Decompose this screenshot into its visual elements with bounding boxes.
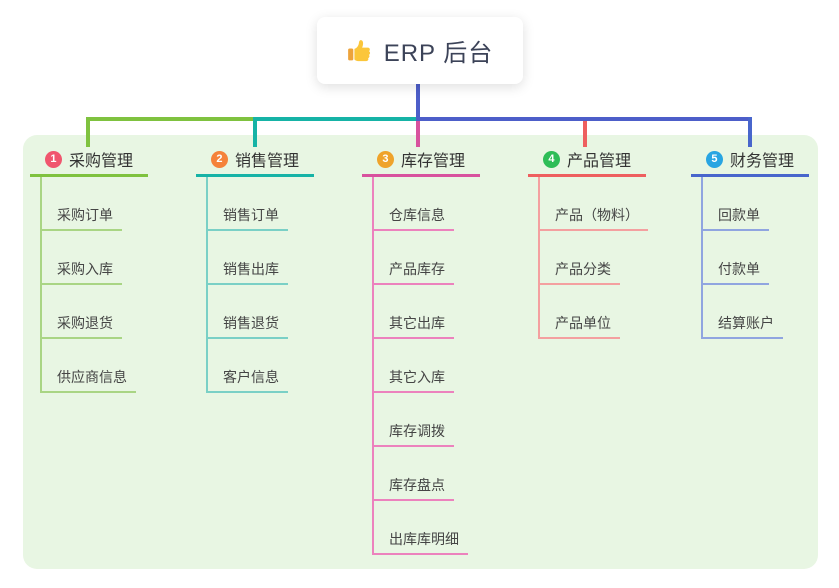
- mindmap-item[interactable]: 供应商信息: [42, 339, 136, 393]
- item-label: 采购入库: [57, 261, 113, 277]
- branch-number-badge: 3: [376, 150, 394, 168]
- item-label: 销售订单: [223, 207, 279, 223]
- branch-inventory: 3 库存管理 仓库信息 产品库存 其它出库 其它入库 库存调拨 库存盘点 出库库…: [362, 148, 480, 555]
- branch-header-inventory[interactable]: 3 库存管理: [362, 148, 480, 177]
- branch-number-badge: 4: [542, 150, 560, 168]
- mindmap-item[interactable]: 出库库明细: [374, 501, 468, 555]
- item-label: 销售出库: [223, 261, 279, 277]
- branch-product: 4 产品管理 产品（物料） 产品分类 产品单位: [528, 148, 648, 339]
- mindmap-item[interactable]: 付款单: [703, 231, 769, 285]
- mindmap-item[interactable]: 采购订单: [42, 177, 122, 231]
- item-label: 产品库存: [389, 261, 445, 277]
- connector-horizontal-green: [86, 117, 255, 121]
- branch-label: 销售管理: [234, 153, 299, 170]
- branches-panel: [23, 135, 818, 569]
- connector-drop-sales: [253, 117, 257, 147]
- mindmap-item[interactable]: 产品（物料）: [540, 177, 648, 231]
- item-label: 采购退货: [57, 315, 113, 331]
- connector-drop-finance: [748, 117, 752, 147]
- connector-drop-purchase: [86, 117, 90, 147]
- item-label: 客户信息: [223, 369, 279, 385]
- item-label: 库存调拨: [389, 423, 445, 439]
- branch-number-badge: 2: [210, 150, 228, 168]
- item-label: 产品分类: [555, 261, 611, 277]
- item-label: 产品单位: [555, 315, 611, 331]
- mindmap-item[interactable]: 库存调拨: [374, 393, 454, 447]
- mindmap-item[interactable]: 销售订单: [208, 177, 288, 231]
- connector-root-line: [416, 84, 420, 121]
- root-title: ERP 后台: [383, 40, 494, 67]
- mindmap-item[interactable]: 采购入库: [42, 231, 122, 285]
- branch-header-finance[interactable]: 5 财务管理: [691, 148, 809, 177]
- thumbs-up-icon: [347, 37, 374, 64]
- branch-header-sales[interactable]: 2 销售管理: [196, 148, 314, 177]
- branch-items: 产品（物料） 产品分类 产品单位: [538, 177, 648, 339]
- branch-items: 仓库信息 产品库存 其它出库 其它入库 库存调拨 库存盘点 出库库明细: [372, 177, 468, 555]
- mindmap-item[interactable]: 库存盘点: [374, 447, 454, 501]
- mindmap-item[interactable]: 产品库存: [374, 231, 454, 285]
- item-label: 出库库明细: [389, 531, 459, 547]
- connector-drop-inventory: [416, 121, 420, 147]
- item-label: 回款单: [718, 207, 760, 223]
- item-label: 仓库信息: [389, 207, 445, 223]
- mindmap-item[interactable]: 其它出库: [374, 285, 454, 339]
- branch-label: 采购管理: [68, 153, 133, 170]
- item-label: 供应商信息: [57, 369, 127, 385]
- item-label: 其它出库: [389, 315, 445, 331]
- item-label: 其它入库: [389, 369, 445, 385]
- mindmap-item[interactable]: 销售出库: [208, 231, 288, 285]
- branch-number-badge: 1: [44, 150, 62, 168]
- mindmap-item[interactable]: 产品单位: [540, 285, 620, 339]
- branch-finance: 5 财务管理 回款单 付款单 结算账户: [691, 148, 809, 339]
- mindmap-item[interactable]: 产品分类: [540, 231, 620, 285]
- item-label: 采购订单: [57, 207, 113, 223]
- branch-sales: 2 销售管理 销售订单 销售出库 销售退货 客户信息: [196, 148, 314, 393]
- mindmap-item[interactable]: 回款单: [703, 177, 769, 231]
- mindmap-item[interactable]: 采购退货: [42, 285, 122, 339]
- mindmap-item[interactable]: 销售退货: [208, 285, 288, 339]
- connector-drop-product: [583, 121, 587, 147]
- item-label: 库存盘点: [389, 477, 445, 493]
- branch-label: 产品管理: [566, 153, 631, 170]
- root-node[interactable]: ERP 后台: [317, 17, 523, 84]
- branch-items: 回款单 付款单 结算账户: [701, 177, 783, 339]
- branch-label: 财务管理: [729, 153, 794, 170]
- item-label: 付款单: [718, 261, 760, 277]
- branch-header-purchase[interactable]: 1 采购管理: [30, 148, 148, 177]
- item-label: 销售退货: [223, 315, 279, 331]
- connector-horizontal-teal: [255, 117, 416, 121]
- mindmap-item[interactable]: 客户信息: [208, 339, 288, 393]
- branch-purchase: 1 采购管理 采购订单 采购入库 采购退货 供应商信息: [30, 148, 148, 393]
- branch-items: 采购订单 采购入库 采购退货 供应商信息: [40, 177, 136, 393]
- branch-header-product[interactable]: 4 产品管理: [528, 148, 646, 177]
- mindmap-item[interactable]: 结算账户: [703, 285, 783, 339]
- mindmap-item[interactable]: 其它入库: [374, 339, 454, 393]
- branch-items: 销售订单 销售出库 销售退货 客户信息: [206, 177, 288, 393]
- branch-label: 库存管理: [400, 153, 465, 170]
- branch-number-badge: 5: [705, 150, 723, 168]
- item-label: 产品（物料）: [555, 207, 639, 223]
- mindmap-item[interactable]: 仓库信息: [374, 177, 454, 231]
- item-label: 结算账户: [718, 315, 774, 331]
- connector-horizontal-blue: [416, 117, 752, 121]
